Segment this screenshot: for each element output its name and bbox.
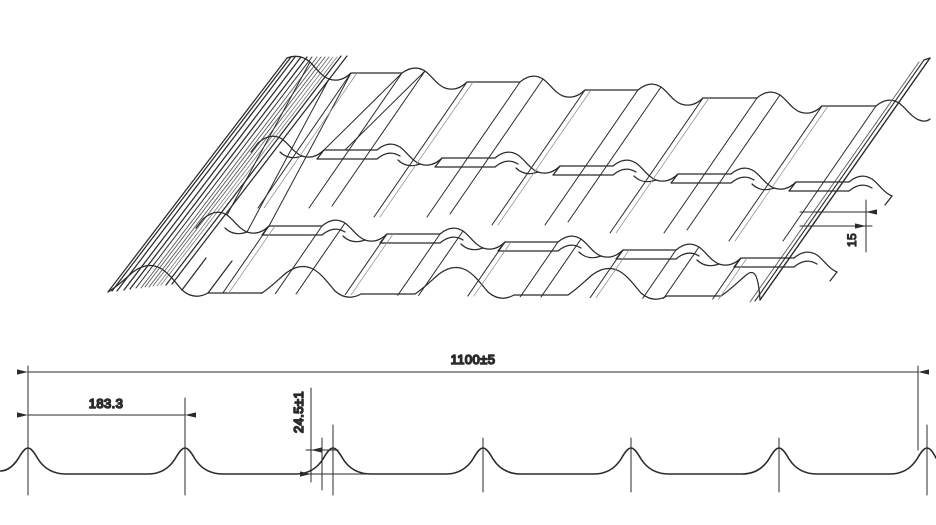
dimension-edge-height-15 <box>799 199 877 253</box>
dimension-rib-pitch <box>17 397 196 447</box>
profile-rib-centerlines <box>27 424 928 496</box>
dimension-rib-height <box>300 387 373 491</box>
iso-tile-course-line-2 <box>250 135 893 206</box>
iso-left-edge-lap <box>107 55 348 293</box>
dimension-overall-width-label: 1100±5 <box>451 352 496 367</box>
profile-section-view: 1100±5 183.3 24.5±1 <box>0 351 936 496</box>
profile-curve <box>0 447 936 475</box>
iso-top-edge <box>286 55 931 122</box>
iso-sheet-body <box>108 234 232 297</box>
iso-course-step-upper <box>181 257 233 294</box>
dimension-edge-height-label: 15 <box>845 233 859 247</box>
iso-rib-lines <box>114 61 900 300</box>
iso-pan-shading <box>181 72 829 300</box>
iso-tile-course-line-1 <box>195 211 838 282</box>
isometric-view: 15 <box>107 55 931 303</box>
dimension-rib-height-label: 24.5±1 <box>291 391 306 433</box>
dimension-overall-width <box>17 365 929 451</box>
dimension-rib-pitch-label: 183.3 <box>89 396 124 411</box>
